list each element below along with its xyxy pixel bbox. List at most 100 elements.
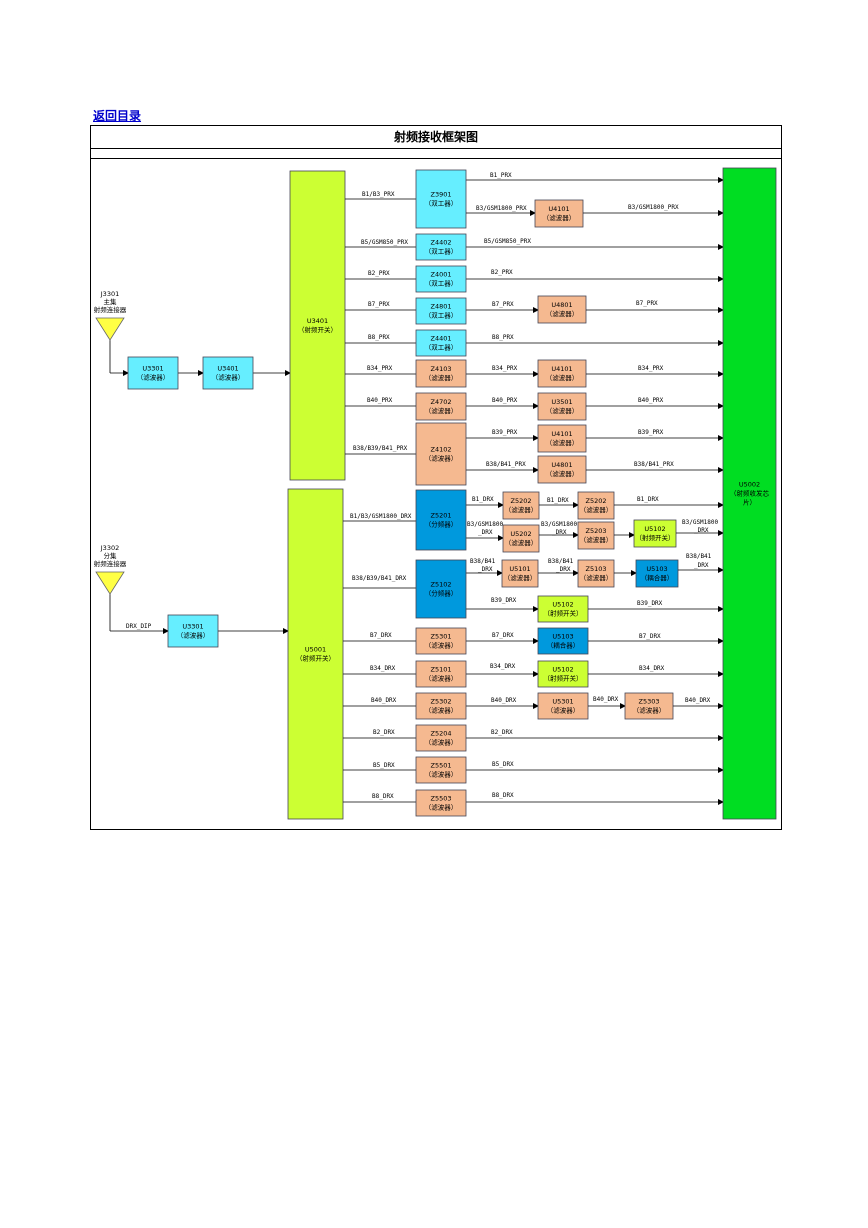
title-spacer-row — [91, 148, 781, 159]
block-u5301-label-1: （滤波器） — [547, 706, 580, 715]
signal-label-b2_drx_a: B2_DRX — [373, 729, 395, 736]
signal-label-b7_drx_c: B7_DRX — [639, 633, 661, 640]
block-z5503 — [415, 789, 467, 817]
block-z4102-label-1: （滤波器） — [425, 454, 458, 463]
block-z5202a-label-1: （滤波器） — [505, 505, 538, 514]
signal-label-b2_prx_b: B2_PRX — [491, 269, 513, 276]
block-z5201-label-0: Z5201 — [431, 512, 452, 520]
signal-label-b40_drx_d: B40_DRX — [685, 697, 711, 704]
block-u5002-label-1: （射频收发芯 — [730, 489, 770, 498]
block-u4101c-label-1: （滤波器） — [546, 438, 579, 447]
block-u3501-label-1: （滤波器） — [546, 406, 579, 415]
signal-label-b7_drx_b: B7_DRX — [492, 632, 514, 639]
block-z5101-label-1: （滤波器） — [425, 674, 458, 683]
block-u5103b-label-0: U5103 — [552, 633, 573, 641]
block-z5303-label-0: Z5303 — [639, 698, 660, 706]
connector-div-label-2: 射频连接器 — [94, 559, 127, 568]
block-u5101-label-1: （滤波器） — [504, 573, 537, 582]
signal-label-b38b41_drx_b1: B38/B41 — [548, 558, 574, 565]
signal-label-b1_drx_a: B1_DRX — [472, 496, 494, 503]
block-z4702-label-1: （滤波器） — [425, 406, 458, 415]
signal-label-b3gsm_drx_a2: _DRX — [478, 529, 493, 536]
block-u3401sw-label-1: （射频开关） — [298, 325, 337, 334]
block-z5202b — [577, 491, 615, 520]
block-u3501-label-0: U3501 — [551, 398, 572, 406]
block-z4001-label-1: （双工器） — [425, 280, 458, 288]
block-u5103b-label-1: （耦合器） — [547, 641, 580, 650]
block-u3301a-label-0: U3301 — [142, 365, 163, 373]
block-u5102c-label-0: U5102 — [552, 666, 573, 674]
block-u5002 — [722, 167, 777, 820]
signal-label-b34_prx_c: B34_PRX — [638, 365, 664, 372]
signal-label-b38_prx: B38/B39/B41_PRX — [353, 445, 408, 452]
signal-label-b34_drx_b: B34_DRX — [490, 663, 516, 670]
signal-label-b39_prx_a: B39_PRX — [492, 429, 518, 436]
block-z5202b-label-0: Z5202 — [586, 497, 607, 505]
signal-label-b40_prx_a: B40_PRX — [367, 397, 393, 404]
signal-label-b5_prx_a: B5/GSM850_PRX — [361, 239, 408, 246]
block-u5102b-label-1: （射频开关） — [544, 609, 583, 618]
block-u5103b — [537, 627, 589, 655]
block-z5501-label-0: Z5501 — [431, 762, 452, 770]
signal-label-b3gsm_drx_c2: _DRX — [694, 527, 709, 534]
block-u3401sw-label-0: U3401 — [307, 317, 328, 325]
signal-label-b1_prx: B1_PRX — [490, 172, 512, 179]
block-z5102-label-1: （分频器） — [425, 589, 458, 598]
block-u3301a — [127, 356, 179, 390]
signal-label-b38b41_prx_b: B38/B41_PRX — [634, 461, 674, 468]
block-u4101a-label-0: U4101 — [548, 205, 569, 213]
block-u4101a-label-1: （滤波器） — [543, 213, 576, 222]
block-z4103 — [415, 359, 467, 388]
block-u4101a — [534, 199, 584, 228]
block-u4801a-label-0: U4801 — [551, 301, 572, 309]
signal-label-b38b41_drx_a2: _DRX — [478, 566, 493, 573]
block-u5103a — [635, 559, 679, 588]
block-z4801-label-0: Z4801 — [431, 303, 452, 311]
signal-label-b3gsm_drx_b1: B3/GSM1800 — [541, 521, 578, 528]
signal-label-b1_drx_c: B1_DRX — [637, 496, 659, 503]
block-u4101c — [537, 424, 587, 453]
block-z5102-label-0: Z5102 — [431, 581, 452, 589]
block-z4702-label-0: Z4702 — [431, 398, 452, 406]
block-z5301-label-0: Z5301 — [431, 633, 452, 641]
back-to-index-link[interactable]: 返回目录 — [93, 109, 142, 123]
block-z5204-label-1: （滤波器） — [425, 738, 458, 747]
block-z3901 — [415, 169, 467, 229]
connector-div-label-1: 分集 — [104, 551, 118, 560]
signal-label-b2_prx_a: B2_PRX — [368, 270, 390, 277]
signal-label-b34_prx_a: B34_PRX — [367, 365, 393, 372]
block-u3301b — [167, 614, 219, 648]
block-z5103-label-1: （滤波器） — [580, 573, 613, 582]
block-z5202b-label-1: （滤波器） — [580, 505, 613, 514]
block-z4401-label-1: （双工器） — [425, 344, 458, 352]
signal-label-b3gsm_drx_a1: B3/GSM1800 — [467, 521, 504, 528]
signal-label-b38b41_drx_a1: B38/B41 — [470, 558, 496, 565]
signal-label-b38_drx: B38/B39/B41_DRX — [352, 575, 407, 582]
signal-label-b1b3_prx: B1/B3_PRX — [362, 191, 395, 198]
block-u5001-label-1: （射频开关） — [296, 654, 335, 663]
signal-label-b40_drx_a: B40_DRX — [371, 697, 397, 704]
signal-label-b34_drx_a: B34_DRX — [370, 665, 396, 672]
block-z4402-label-0: Z4402 — [431, 239, 452, 247]
block-u5102a-label-0: U5102 — [644, 525, 665, 533]
signal-label-b8_drx_a: B8_DRX — [372, 793, 394, 800]
block-z4102-label-0: Z4102 — [431, 446, 452, 454]
signal-label-b40_prx_b: B40_PRX — [492, 397, 518, 404]
block-u3401a-label-1: （滤波器） — [212, 373, 245, 382]
signal-label-b5_drx_a: B5_DRX — [373, 762, 395, 769]
signal-label-b3gsm_prx_a: B3/GSM1800_PRX — [476, 205, 527, 212]
connector-main-label-1: 主集 — [104, 297, 118, 306]
block-u5103a-label-0: U5103 — [646, 565, 667, 573]
block-u4101b-label-0: U4101 — [551, 365, 572, 373]
signal-label-b1b3_drx: B1/B3/GSM1800_DRX — [350, 513, 412, 520]
signal-label-b40_prx_c: B40_PRX — [638, 397, 664, 404]
block-z5204-label-0: Z5204 — [431, 730, 452, 738]
connector-div-label-0: J3302 — [100, 544, 119, 552]
block-u3401a — [202, 356, 254, 390]
signal-label-b34_drx_c: B34_DRX — [639, 665, 665, 672]
signal-label-b40_drx_c: B40_DRX — [593, 696, 619, 703]
block-z5204 — [415, 724, 467, 752]
signal-label-b8_prx_b: B8_PRX — [492, 334, 514, 341]
signal-label-b3gsm_drx_c1: B3/GSM1800 — [682, 519, 719, 526]
signal-label-b39_drx_a: B39_DRX — [491, 597, 517, 604]
